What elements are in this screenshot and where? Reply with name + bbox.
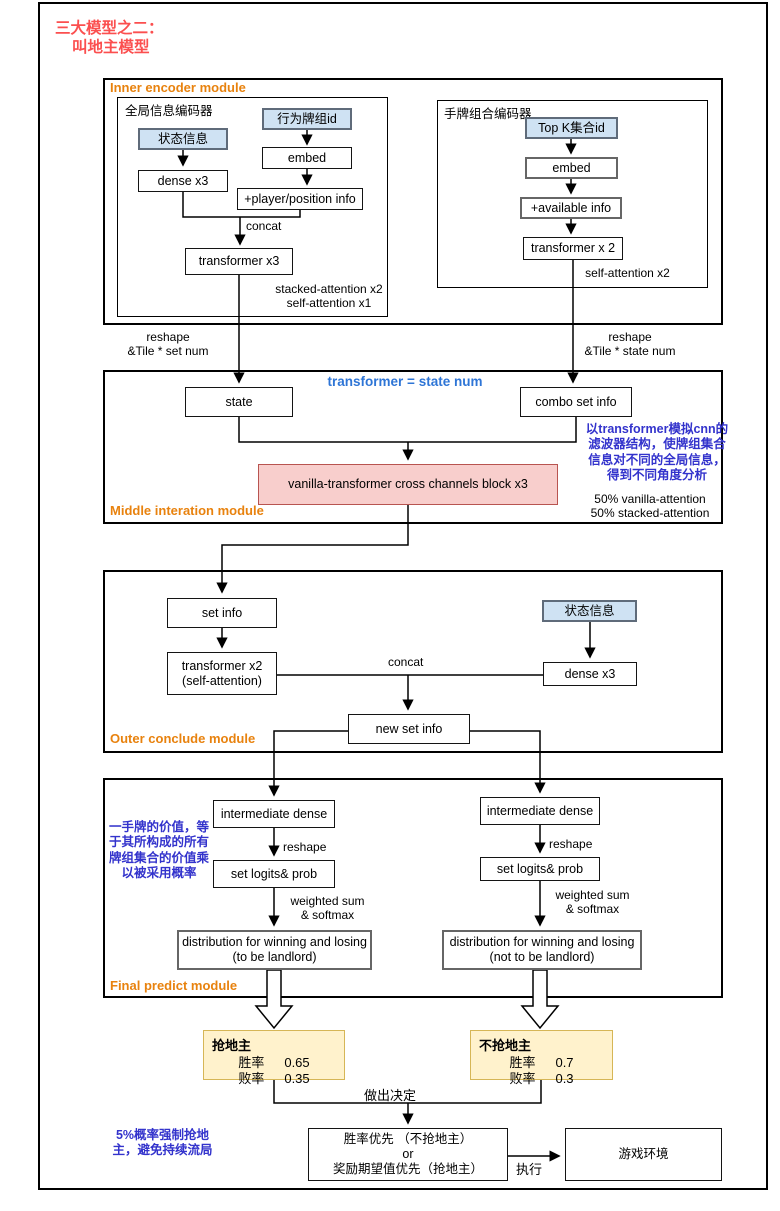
set-logits-prob-box-left: set logits& prob (213, 860, 335, 888)
final-predict-module-frame (103, 778, 723, 998)
game-environment-box: 游戏环境 (565, 1128, 722, 1181)
weighted-sum-label-right: weighted sum & softmax (555, 888, 630, 917)
no-grab-landlord-title: 不抢地主 (479, 1038, 532, 1053)
global-encoder-label: 全局信息编码器 (125, 104, 213, 118)
vanilla-transformer-block: vanilla-transformer cross channels block… (258, 464, 558, 505)
page-title-line1: 三大模型之二： (55, 20, 164, 37)
concat-label-inner: concat (246, 219, 282, 233)
force-grab-annotation: 5%概率强制抢地 主，避免持续流局 (112, 1128, 213, 1158)
player-position-info-box: +player/position info (237, 188, 363, 210)
make-decision-label: 做出决定 (363, 1088, 416, 1103)
stacked-attention-note: stacked-attention x2 self-attention x1 (275, 282, 383, 311)
inner-encoder-module-label: Inner encoder module (110, 80, 246, 95)
no-grab-win-label: 胜率 (509, 1055, 536, 1070)
grab-lose-value: 0.35 (284, 1071, 310, 1087)
global-encoder-frame (117, 97, 388, 317)
page-title-line2: 叫地主模型 (72, 38, 150, 56)
transformer-x2-inner-box: transformer x 2 (523, 237, 623, 260)
hand-encoder-label: 手牌组合编码器 (444, 107, 532, 121)
reshape-tile-set-num-label: reshape &Tile * set num (127, 330, 209, 359)
embed-box-left: embed (262, 147, 352, 169)
embed-box-right: embed (525, 157, 618, 179)
distribution-not-to-be-landlord-box: distribution for winning and losing (not… (442, 930, 642, 970)
no-grab-landlord-box: 不抢地主 胜率 0.7 败率 0.3 (470, 1030, 613, 1086)
weighted-sum-label-left: weighted sum & softmax (290, 894, 365, 923)
inner-encoder-module-frame (103, 78, 723, 325)
page-title: 三大模型之二： 叫地主模型 (55, 20, 164, 57)
state-info-box-inner: 状态信息 (138, 128, 228, 150)
grab-win-value: 0.65 (284, 1055, 310, 1070)
transformer-x3-box: transformer x3 (185, 248, 293, 275)
set-info-box: set info (167, 598, 277, 628)
execute-label: 执行 (516, 1162, 543, 1177)
outer-conclude-module-frame (103, 570, 723, 753)
action-combo-id-box: 行为牌组id (262, 108, 352, 130)
no-grab-lose-label: 败率 (509, 1071, 536, 1087)
intermediate-dense-box-left: intermediate dense (213, 800, 335, 828)
attention-percentage-note: 50% vanilla-attention 50% stacked-attent… (590, 492, 710, 521)
transformer-x2-outer-box: transformer x2 (self-attention) (167, 652, 277, 695)
intermediate-dense-box-right: intermediate dense (480, 797, 600, 825)
combo-set-info-box: combo set info (520, 387, 632, 417)
dense-x3-box-outer: dense x3 (543, 662, 637, 686)
middle-interation-module-frame (103, 370, 723, 524)
reshape-label-left: reshape (283, 840, 327, 854)
transformer-state-num-heading: transformer = state num (327, 374, 483, 389)
reshape-label-right: reshape (549, 837, 593, 851)
state-box: state (185, 387, 293, 417)
grab-lose-label: 败率 (238, 1071, 265, 1087)
topk-set-id-box: Top K集合id (525, 117, 618, 139)
grab-landlord-title: 抢地主 (212, 1038, 252, 1053)
dense-x3-box-inner: dense x3 (138, 170, 228, 192)
reshape-tile-state-num-label: reshape &Tile * state num (584, 330, 676, 359)
policy-box: 胜率优先 （不抢地主） or 奖励期望值优先（抢地主） (308, 1128, 508, 1181)
middle-interation-module-label: Middle interation module (110, 503, 264, 518)
available-info-box: +available info (520, 197, 622, 219)
no-grab-win-value: 0.7 (555, 1055, 574, 1070)
outer-conclude-module-label: Outer conclude module (110, 731, 256, 746)
grab-win-label: 胜率 (238, 1055, 265, 1070)
no-grab-lose-value: 0.3 (555, 1071, 574, 1087)
set-logits-prob-box-right: set logits& prob (480, 857, 600, 881)
final-annotation: 一手牌的价值，等 于其所构成的所有 牌组集合的价值乘 以被采用概率 (108, 820, 209, 880)
self-attention-note: self-attention x2 (585, 266, 670, 280)
middle-annotation: 以transformer模拟cnn的 滤波器结构，使牌组集合 信息对不同的全局信… (585, 422, 729, 482)
state-info-box-outer: 状态信息 (542, 600, 637, 622)
diagram-outer-frame (38, 2, 768, 1190)
grab-landlord-box: 抢地主 胜率 0.65 败率 0.35 (203, 1030, 345, 1086)
concat-label-outer: concat (388, 655, 424, 669)
new-set-info-box: new set info (348, 714, 470, 744)
final-predict-module-label: Final predict module (110, 978, 238, 993)
distribution-to-be-landlord-box: distribution for winning and losing (to … (177, 930, 372, 970)
